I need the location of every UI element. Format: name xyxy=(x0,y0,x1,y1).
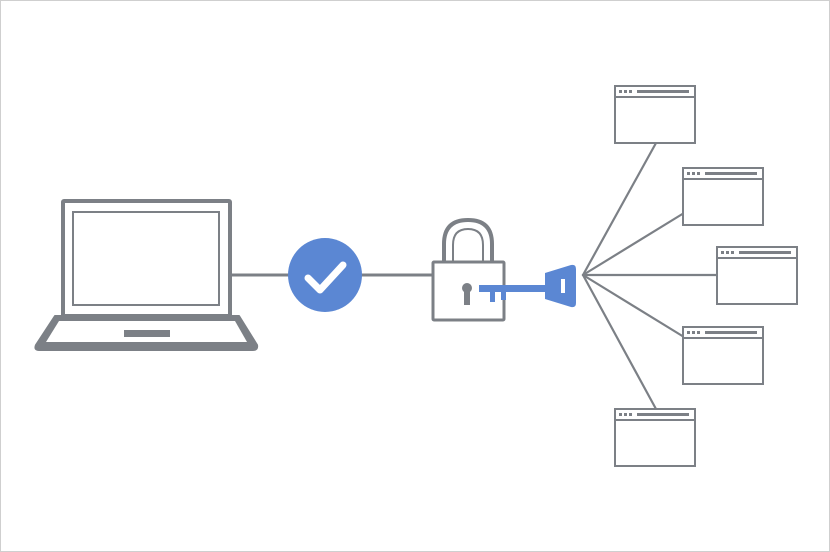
key-bow xyxy=(545,264,576,308)
browser-window-button-dot xyxy=(687,331,690,334)
padlock-icon xyxy=(431,217,506,322)
browser-window-button-dot xyxy=(687,172,690,175)
fan-out-lines xyxy=(581,141,719,411)
browser-window-button-dot xyxy=(629,90,632,93)
browser-window-button-dot xyxy=(697,331,700,334)
browser-window-frame xyxy=(716,246,798,305)
browser-window-button-dot xyxy=(697,172,700,175)
laptop-icon xyxy=(34,199,259,351)
fan-line-5 xyxy=(581,273,658,411)
browser-window-icon xyxy=(614,85,696,144)
browser-window-button-dot xyxy=(721,251,724,254)
browser-window-frame xyxy=(682,167,764,226)
padlock-shackle xyxy=(442,217,494,262)
browser-window-icon xyxy=(614,408,696,467)
browser-window-address-bar xyxy=(705,172,757,175)
browser-window-button-dot xyxy=(619,90,622,93)
key-tooth-1 xyxy=(490,292,495,302)
browser-window-button-dot xyxy=(619,413,622,416)
browser-window-address-bar xyxy=(637,413,689,416)
browser-window-button-dot xyxy=(624,90,627,93)
browser-window-address-bar xyxy=(637,90,689,93)
browser-window-frame xyxy=(682,326,764,385)
browser-windows xyxy=(614,85,798,467)
browser-window-address-bar xyxy=(705,331,757,334)
padlock-keyhole-slot xyxy=(464,289,470,305)
laptop-trackpad xyxy=(124,330,170,337)
browser-window-frame xyxy=(614,85,696,144)
laptop-lid xyxy=(61,199,232,318)
browser-window-address-bar xyxy=(739,251,791,254)
key-shaft xyxy=(479,285,549,292)
browser-window-button-dot xyxy=(692,172,695,175)
browser-window-frame xyxy=(614,408,696,467)
browser-window-button-dot xyxy=(629,413,632,416)
browser-window-button-dot xyxy=(731,251,734,254)
checkmark-circle-icon xyxy=(288,238,362,312)
key-tooth-2 xyxy=(501,292,506,300)
browser-window-icon xyxy=(716,246,798,305)
fan-line-4 xyxy=(581,273,686,339)
browser-window-icon xyxy=(682,326,764,385)
key-bow-slot xyxy=(561,279,565,293)
fan-line-2 xyxy=(581,211,686,277)
padlock-shackle-inner xyxy=(452,227,484,262)
browser-window-icon xyxy=(682,167,764,226)
browser-window-button-dot xyxy=(624,413,627,416)
browser-window-button-dot xyxy=(726,251,729,254)
laptop-screen xyxy=(72,211,220,306)
fan-line-1 xyxy=(581,141,658,277)
browser-window-button-dot xyxy=(692,331,695,334)
key-icon xyxy=(479,264,576,308)
